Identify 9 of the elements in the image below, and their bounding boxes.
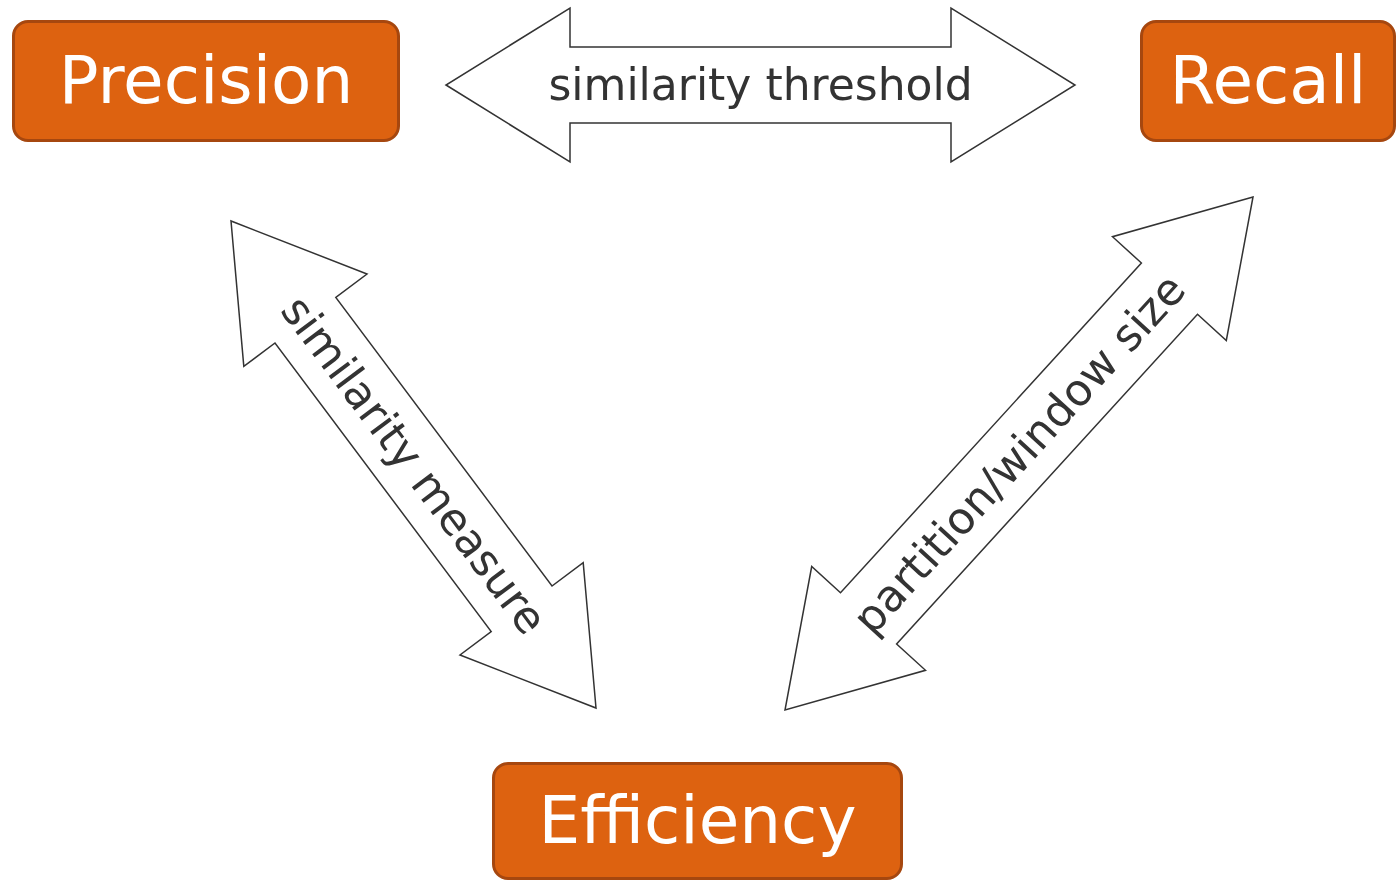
process-box	[1140, 20, 1396, 142]
double-arrow	[230, 219, 597, 710]
process-box	[492, 762, 903, 880]
node-label: Precision	[58, 48, 354, 114]
edge-label: similarity threshold	[548, 63, 973, 107]
double-arrow	[784, 195, 1254, 712]
node-label: Recall	[1169, 48, 1367, 114]
double-arrow	[444, 6, 1077, 164]
process-box	[12, 20, 400, 142]
